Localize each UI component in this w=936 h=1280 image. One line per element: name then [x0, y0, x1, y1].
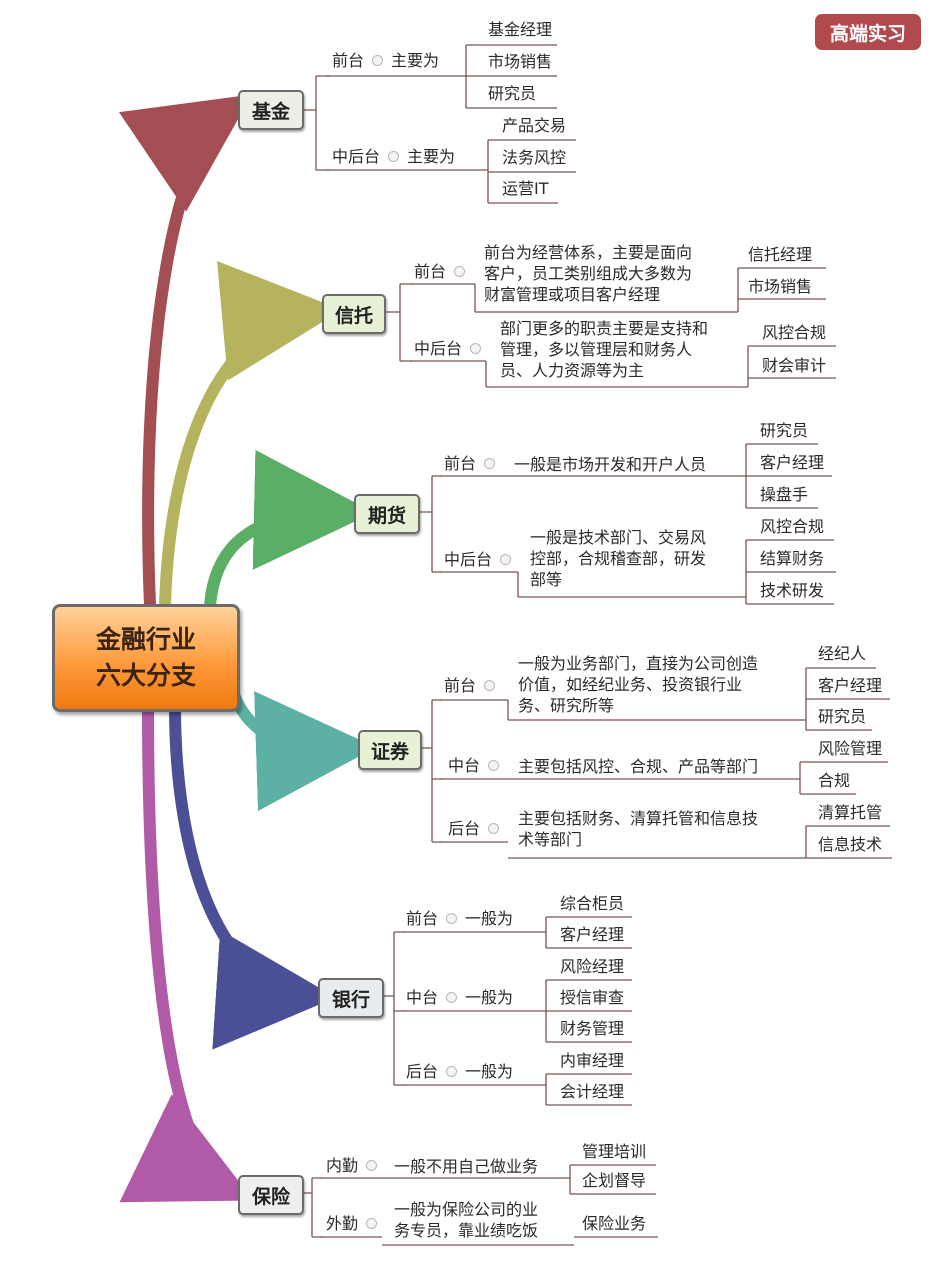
trust-role: 信托经理: [748, 245, 813, 264]
fund-role: 法务风控: [502, 148, 567, 167]
collapse-dot-icon[interactable]: [454, 266, 466, 277]
trust-role: 风控合规: [762, 323, 827, 342]
bank-role: 内审经理: [560, 1051, 625, 1070]
bank-middle-conn: 一般为: [465, 988, 514, 1007]
fund-role: 产品交易: [502, 116, 567, 135]
futures-midback-desc: 一般是技术部门、交易风 控部，合规稽查部，研发 部等: [530, 528, 707, 589]
futures-role: 操盘手: [760, 485, 809, 504]
branch-node-bank[interactable]: 银行: [318, 978, 384, 1018]
collapse-dot-icon[interactable]: [484, 680, 496, 691]
branch-node-trust[interactable]: 信托: [322, 294, 386, 334]
securities-role: 信息技术: [818, 835, 883, 854]
bank-role: 综合柜员: [560, 894, 625, 913]
futures-role: 结算财务: [760, 549, 825, 568]
securities-role: 合规: [818, 771, 851, 790]
collapse-dot-icon[interactable]: [446, 913, 458, 924]
fund-role: 研究员: [488, 84, 537, 103]
badge-label: 高端实习: [815, 14, 921, 50]
futures-front-desc: 一般是市场开发和开户人员: [514, 455, 707, 474]
insurance-role: 管理培训: [582, 1142, 647, 1161]
securities-role: 清算托管: [818, 803, 883, 822]
branch-curve-bank: [169, 700, 336, 1050]
bank-role: 客户经理: [560, 925, 625, 944]
securities-middle-label: 中台: [448, 752, 507, 780]
branch-curve-futures: [204, 449, 374, 612]
collapse-dot-icon[interactable]: [366, 1160, 378, 1171]
collapse-dot-icon[interactable]: [470, 343, 482, 354]
futures-role: 研究员: [760, 421, 809, 440]
securities-role: 研究员: [818, 707, 867, 726]
insurance-role: 企划督导: [582, 1171, 647, 1190]
fund-front-conn: 主要为: [391, 51, 440, 70]
collapse-dot-icon[interactable]: [366, 1218, 378, 1229]
trust-front-label: 前台: [414, 258, 473, 286]
securities-front-desc: 一般为业务部门，直接为公司创造 价值，如经纪业务、投资银行业 务、研究所等: [518, 654, 759, 715]
futures-midback-label: 中后台: [444, 546, 519, 574]
insurance-outer-desc: 一般为保险公司的业 务专员，靠业绩吃饭: [394, 1200, 539, 1240]
insurance-inner-desc: 一般不用自己做业务: [394, 1157, 539, 1176]
branch-curve-trust: [159, 261, 342, 612]
futures-role: 风控合规: [760, 517, 825, 536]
collapse-dot-icon[interactable]: [388, 151, 400, 162]
trust-front-desc: 前台为经营体系，主要是面向 客户，员工类别组成大多数为 财富管理或项目客户经理: [484, 243, 693, 304]
insurance-role: 保险业务: [582, 1214, 647, 1233]
branch-node-insurance[interactable]: 保险: [238, 1175, 304, 1215]
branch-node-securities[interactable]: 证券: [358, 730, 422, 770]
branch-curve-insurance: [119, 700, 254, 1202]
securities-front-label: 前台: [444, 672, 503, 700]
bank-back-conn: 一般为: [465, 1062, 514, 1081]
branch-node-futures[interactable]: 期货: [354, 494, 420, 534]
fund-midback-label: 中后台主要为: [332, 147, 456, 166]
bank-front-conn: 一般为: [465, 909, 514, 928]
branch-curve-fund: [118, 94, 252, 612]
collapse-dot-icon[interactable]: [446, 992, 458, 1003]
collapse-dot-icon[interactable]: [488, 823, 500, 834]
bank-role: 授信审查: [560, 988, 625, 1007]
root-title-line2: 六大分支: [95, 661, 196, 690]
bank-role: 风险经理: [560, 957, 625, 976]
branch-node-fund[interactable]: 基金: [238, 90, 304, 130]
futures-role: 客户经理: [760, 453, 825, 472]
bank-role: 会计经理: [560, 1082, 625, 1101]
collapse-dot-icon[interactable]: [500, 554, 512, 565]
fund-role: 运营IT: [502, 179, 549, 198]
fund-front-label: 前台主要为: [332, 51, 440, 70]
securities-back-desc: 主要包括财务、清算托管和信息技 术等部门: [518, 809, 759, 849]
fund-role: 市场销售: [488, 52, 553, 71]
collapse-dot-icon[interactable]: [446, 1066, 458, 1077]
bank-role: 财务管理: [560, 1019, 625, 1038]
root-node[interactable]: 金融行业 六大分支: [52, 604, 240, 712]
fund-role: 基金经理: [488, 20, 553, 39]
securities-role: 经纪人: [818, 644, 867, 663]
futures-front-label: 前台: [444, 450, 503, 478]
securities-middle-desc: 主要包括风控、合规、产品等部门: [518, 757, 759, 776]
trust-midback-label: 中后台: [414, 335, 489, 363]
root-title-line1: 金融行业: [95, 625, 196, 654]
securities-back-label: 后台: [448, 815, 507, 843]
bank-middle-label: 中台一般为: [406, 988, 514, 1007]
insurance-outer-label: 外勤: [326, 1210, 385, 1238]
collapse-dot-icon[interactable]: [488, 760, 500, 771]
securities-role: 风险管理: [818, 739, 883, 758]
futures-role: 技术研发: [760, 581, 825, 600]
bank-front-label: 前台一般为: [406, 909, 514, 928]
trust-role: 财会审计: [762, 356, 827, 375]
trust-role: 市场销售: [748, 277, 813, 296]
collapse-dot-icon[interactable]: [484, 458, 496, 469]
collapse-dot-icon[interactable]: [372, 55, 384, 66]
bank-back-label: 后台一般为: [406, 1062, 514, 1081]
insurance-inner-label: 内勤: [326, 1152, 385, 1180]
fund-midback-conn: 主要为: [407, 147, 456, 166]
trust-midback-desc: 部门更多的职责主要是支持和 管理，多以管理层和财务人 员、人力资源等为主: [500, 319, 709, 380]
branch-curve-securities: [226, 684, 376, 812]
securities-role: 客户经理: [818, 676, 883, 695]
